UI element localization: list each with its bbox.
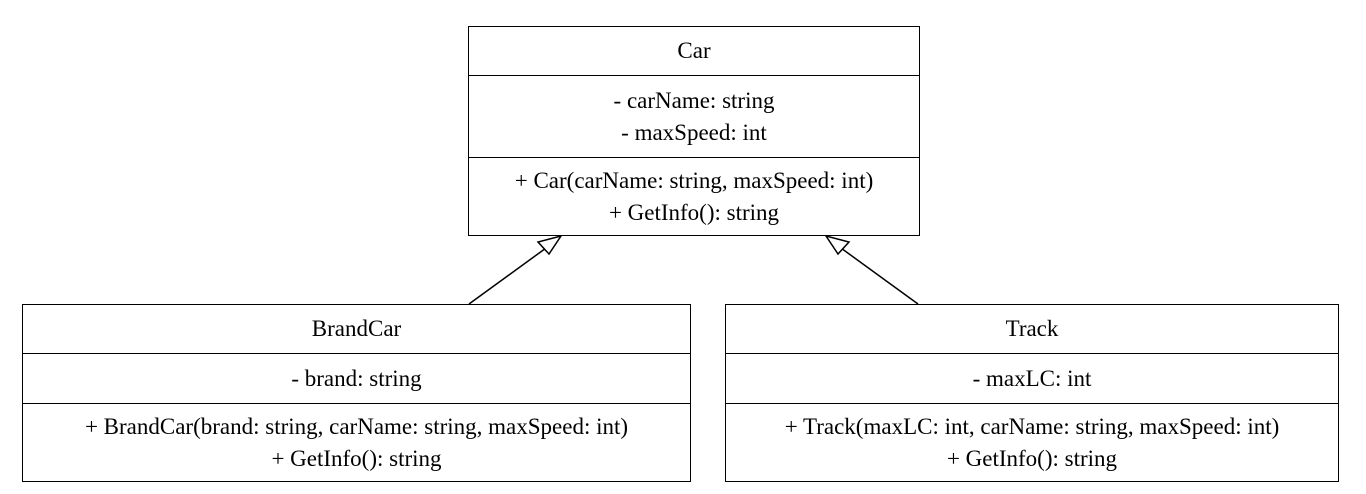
class-brandcar-operation: + BrandCar(brand: string, carName: strin… — [84, 413, 629, 439]
class-car-attributes-compartment: - carName: string - maxSpeed: int — [469, 75, 919, 157]
class-track[interactable]: Track - maxLC: int + Track(maxLC: int, c… — [725, 304, 1339, 482]
class-track-operation: + Track(maxLC: int, carName: string, max… — [784, 413, 1280, 439]
class-brandcar-operations-compartment: + BrandCar(brand: string, carName: strin… — [23, 403, 690, 481]
class-brandcar-name-compartment: BrandCar — [23, 305, 690, 353]
class-car-name-compartment: Car — [469, 27, 919, 75]
class-car-operations-compartment: + Car(carName: string, maxSpeed: int) + … — [469, 157, 919, 235]
class-track-attribute: - maxLC: int — [972, 365, 1092, 391]
class-car-name: Car — [677, 38, 711, 63]
class-brandcar-operation: + GetInfo(): string — [271, 445, 442, 471]
class-brandcar-attributes-compartment: - brand: string — [23, 353, 690, 403]
class-track-operation: + GetInfo(): string — [946, 445, 1118, 471]
class-brandcar-attribute: - brand: string — [291, 365, 422, 391]
class-car-operation: + GetInfo(): string — [608, 199, 780, 225]
class-track-name: Track — [1005, 316, 1059, 341]
class-car-attribute: - carName: string — [613, 87, 775, 113]
track-to-car-generalization-line[interactable] — [837, 244, 919, 305]
class-brandcar[interactable]: BrandCar - brand: string + BrandCar(bran… — [22, 304, 691, 482]
class-track-name-compartment: Track — [726, 305, 1338, 353]
brandcar-to-car-generalization-line[interactable] — [468, 244, 550, 305]
class-track-operations-compartment: + Track(maxLC: int, carName: string, max… — [726, 403, 1338, 481]
class-brandcar-name: BrandCar — [311, 316, 402, 341]
class-car-attribute: - maxSpeed: int — [621, 119, 767, 145]
class-car[interactable]: Car - carName: string - maxSpeed: int + … — [468, 26, 920, 236]
track-to-car-hollow-arrowhead — [824, 234, 851, 256]
class-car-operation: + Car(carName: string, maxSpeed: int) — [514, 167, 874, 193]
class-track-attributes-compartment: - maxLC: int — [726, 353, 1338, 403]
brandcar-to-car-hollow-arrowhead — [536, 234, 563, 256]
